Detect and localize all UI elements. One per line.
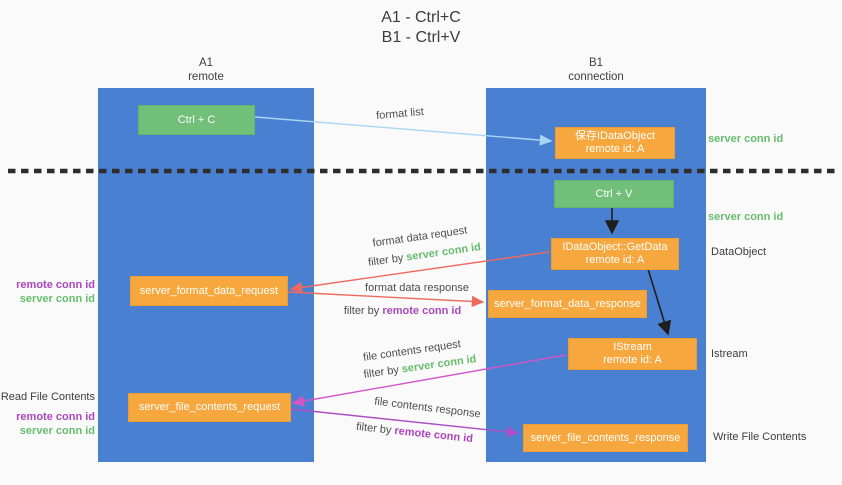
- node-save-idataobject-line1: 保存IDataObject: [574, 130, 656, 142]
- flow-label-file-contents-response: file contents response: [373, 395, 482, 421]
- label-istream: Istream: [711, 348, 748, 360]
- node-save-idataobject: 保存IDataObject remote id: A: [555, 127, 675, 159]
- label-server-conn-id-mid-right: server conn id: [708, 211, 784, 223]
- flow-label-format-data-response-filter: filter by remote conn id: [340, 305, 465, 317]
- lane-a1-name: A1: [198, 57, 214, 69]
- label-remote-conn-id-left-1: remote conn id: [16, 279, 95, 291]
- node-istream-line2: remote id: A: [603, 354, 662, 366]
- filter-by-text: filter by: [367, 252, 405, 269]
- filter-key-server-conn-id: server conn id: [405, 241, 482, 264]
- lane-b1-role: connection: [568, 71, 624, 83]
- node-istream-line1: IStream: [613, 341, 652, 353]
- filter-key-remote-conn-id: remote conn id: [393, 424, 474, 446]
- lane-header-a1: A1 remote: [98, 56, 314, 84]
- filter-by-text: filter by: [343, 305, 380, 317]
- filter-key-remote-conn-id: remote conn id: [382, 305, 462, 317]
- node-idataobject-getdata-line2: remote id: A: [585, 254, 645, 266]
- label-read-file-contents: Read File Contents: [0, 391, 95, 403]
- label-server-conn-id-top-right: server conn id: [708, 133, 784, 145]
- filter-by-text: filter by: [362, 364, 400, 381]
- title-line-a1: A1 - Ctrl+C: [381, 9, 461, 26]
- node-idataobject-getdata: IDataObject::GetData remote id: A: [551, 238, 679, 270]
- node-idataobject-getdata-line1: IDataObject::GetData: [562, 241, 668, 253]
- node-server-file-contents-response-label: server_file_contents_response: [530, 431, 681, 444]
- label-remote-conn-id-left-2: remote conn id: [16, 411, 95, 423]
- label-server-conn-id-left-1: server conn id: [19, 293, 95, 305]
- node-istream: IStream remote id: A: [568, 338, 697, 370]
- flow-label-format-data-response: format data response: [365, 282, 469, 294]
- flow-label-file-contents-response-filter: filter by remote conn id: [352, 420, 478, 445]
- node-server-file-contents-response: server_file_contents_response: [523, 424, 688, 452]
- node-server-file-contents-request-label: server_file_contents_request: [138, 401, 281, 413]
- node-server-file-contents-request: server_file_contents_request: [128, 393, 291, 422]
- diagram-title: A1 - Ctrl+C B1 - Ctrl+V: [0, 8, 842, 48]
- node-ctrl-c-label: Ctrl + C: [177, 113, 216, 126]
- node-server-format-data-response-label: server_format_data_response: [494, 297, 641, 310]
- node-server-format-data-request-label: server_format_data_request: [139, 284, 279, 297]
- lane-b1-name: B1: [588, 57, 604, 69]
- flow-label-format-list: format list: [375, 105, 425, 123]
- node-ctrl-v-label: Ctrl + V: [595, 187, 633, 200]
- title-line-b1: B1 - Ctrl+V: [381, 29, 461, 46]
- node-save-idataobject-line2: remote id: A: [585, 143, 645, 155]
- node-server-format-data-response: server_format_data_response: [488, 290, 647, 318]
- filter-by-text: filter by: [355, 420, 393, 437]
- node-server-format-data-request: server_format_data_request: [130, 276, 288, 306]
- label-write-file-contents: Write File Contents: [713, 431, 807, 443]
- node-ctrl-v: Ctrl + V: [554, 180, 674, 208]
- label-server-conn-id-left-2: server conn id: [19, 425, 95, 437]
- label-dataobject: DataObject: [711, 246, 767, 258]
- lane-a1-role: remote: [188, 71, 224, 83]
- node-ctrl-c: Ctrl + C: [138, 105, 255, 135]
- lane-header-b1: B1 connection: [486, 56, 706, 84]
